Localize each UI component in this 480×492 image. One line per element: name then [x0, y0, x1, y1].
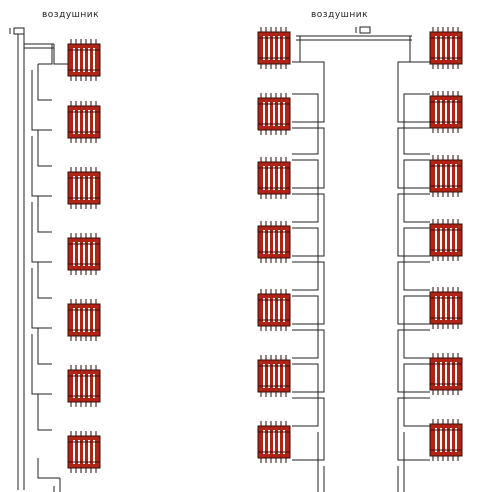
right-air-vent-label: воздушник	[311, 10, 369, 20]
radiator-icon	[429, 90, 463, 134]
left-air-vent-label: воздушник	[42, 10, 100, 20]
radiator-icon	[429, 26, 463, 70]
radiator-icon	[257, 92, 291, 136]
left-air-vent	[9, 27, 25, 35]
radiator-icon	[257, 420, 291, 464]
right-radiator-column-a	[257, 26, 291, 464]
radiator-icon	[257, 354, 291, 398]
radiator-icon	[429, 418, 463, 462]
radiator-icon	[67, 100, 101, 144]
radiator-icon	[67, 298, 101, 342]
left-radiator-column	[67, 38, 101, 474]
right-air-vent	[355, 26, 371, 34]
radiator-icon	[257, 156, 291, 200]
radiator-icon	[429, 154, 463, 198]
radiator-icon	[429, 286, 463, 330]
radiator-icon	[67, 430, 101, 474]
right-radiator-column-b	[429, 26, 463, 462]
radiator-icon	[429, 352, 463, 396]
radiator-icon	[67, 364, 101, 408]
left-riser-system	[17, 34, 68, 492]
air-vent-icon	[9, 27, 25, 35]
radiator-icon	[257, 288, 291, 332]
right-riser-system	[292, 35, 430, 492]
radiator-icon	[67, 38, 101, 82]
radiator-icon	[257, 26, 291, 70]
air-vent-icon	[355, 26, 371, 34]
radiator-icon	[67, 166, 101, 210]
radiator-icon	[67, 232, 101, 276]
radiator-icon	[429, 218, 463, 262]
radiator-icon	[257, 220, 291, 264]
